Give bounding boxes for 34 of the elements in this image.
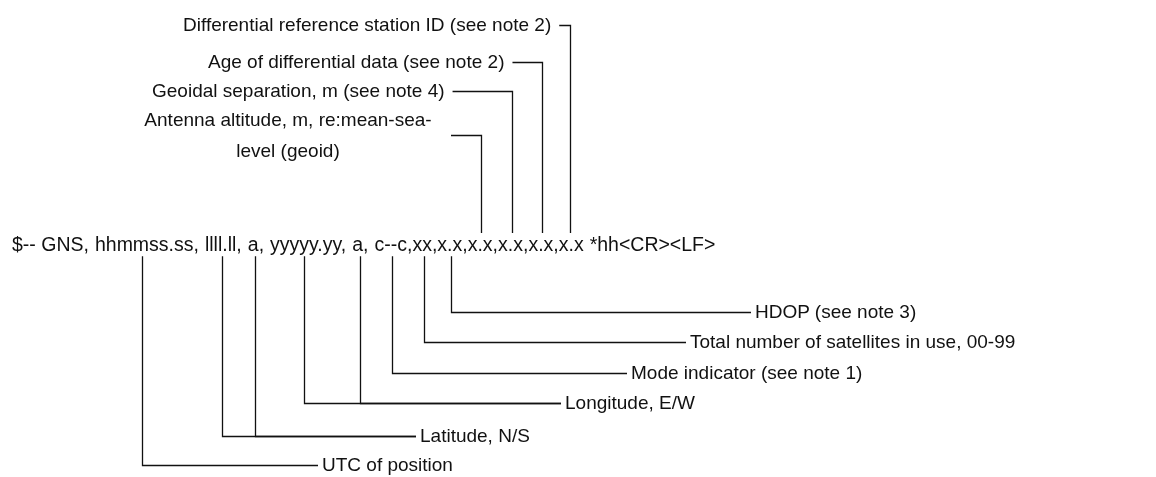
sentence-field: x.x, [528, 232, 559, 258]
leader-line [450, 134, 483, 234]
field-description: HDOP (see note 3) [755, 297, 917, 328]
sentence-field: c--c, [374, 232, 413, 258]
field-description: UTC of position [322, 450, 453, 477]
sentence-field: hhmmss.ss, [94, 232, 199, 258]
field-description: Age of differential data (see note 2) [208, 47, 505, 78]
field-description: Differential reference station ID (see note 2) [183, 10, 552, 41]
field-description: Antenna altitude, m, re:mean-sea-level (geoid) [133, 104, 443, 167]
leader-line [423, 255, 687, 344]
sentence-field: xx, [412, 232, 438, 258]
leader-line [511, 61, 544, 234]
leader-line [359, 255, 562, 405]
sentence-field: x.x, [467, 232, 499, 258]
sentence-text: *hh<CR><LF> [589, 232, 716, 257]
sentence-field: llll.ll, [204, 232, 242, 258]
sentence-text: $-- GNS, [12, 232, 89, 257]
field-description: Total number of satellites in use, 00-99 [690, 327, 1016, 358]
sentence-field: yyyyy.yy, [270, 232, 347, 258]
leader-line [558, 24, 572, 234]
sentence-field: x.x, [498, 232, 529, 258]
field-description: Mode indicator (see note 1) [631, 358, 863, 389]
field-description: Geoidal separation, m (see note 4) [152, 76, 445, 107]
leader-line [141, 255, 319, 467]
leader-line [391, 255, 628, 375]
sentence-field: a, [247, 232, 265, 258]
field-description: Longitude, E/W [565, 388, 695, 419]
leader-line [450, 255, 752, 314]
field-description: Latitude, N/S [420, 421, 530, 452]
leader-line [451, 90, 514, 234]
sentence-field: x.x, [437, 232, 468, 258]
sentence-field: x.x [558, 232, 584, 258]
leader-line [254, 255, 417, 438]
sentence-field: a, [352, 232, 369, 258]
